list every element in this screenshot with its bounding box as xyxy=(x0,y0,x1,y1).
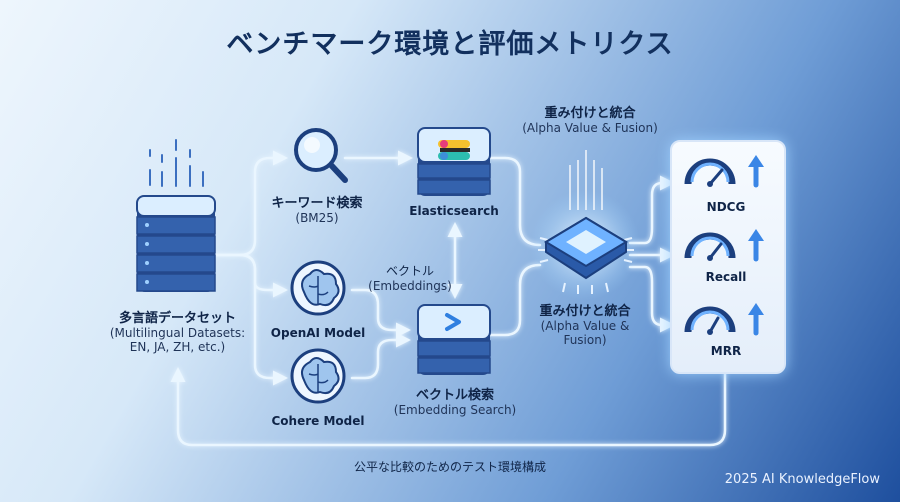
openai-model-label-group: OpenAI Model xyxy=(268,322,368,341)
openai-model-label: OpenAI Model xyxy=(270,326,366,340)
fusion-bottom-label: 重み付けと統合 xyxy=(539,304,631,319)
flow-datasets-to-cohere xyxy=(213,253,288,386)
datasets-sub1: (Multilingual Datasets: xyxy=(109,326,246,340)
vector-search-label-group: ベクトル検索 (Embedding Search) xyxy=(385,384,525,417)
fusion-chip-icon xyxy=(530,150,640,300)
fusion-top-sub: (Alpha Value & Fusion) xyxy=(522,121,658,135)
magnifier-icon xyxy=(294,128,348,183)
keyword-search-label: キーワード検索 xyxy=(271,196,363,211)
flow-openai-to-vector xyxy=(350,288,411,338)
datasets-label-group: 多言語データセット (Multilingual Datasets: EN, JA… xyxy=(100,307,255,354)
page-title: ベンチマーク環境と評価メトリクス xyxy=(226,29,674,60)
cohere-brain-icon xyxy=(290,348,346,404)
fusion-top-label-group: 重み付けと統合 (Alpha Value & Fusion) xyxy=(510,102,670,135)
dataset-server-icon xyxy=(136,139,216,292)
flow-vector-to-fusion xyxy=(488,263,542,337)
vector-note-label: ベクトル xyxy=(385,264,434,278)
cohere-model-label: Cohere Model xyxy=(271,414,365,428)
flow-cohere-to-vector xyxy=(350,332,411,380)
flow-lines xyxy=(170,150,727,447)
elasticsearch-label-group: Elasticsearch xyxy=(398,200,510,219)
flow-datasets-to-keyword xyxy=(213,150,288,257)
fusion-bottom-sub1: (Alpha Value & xyxy=(540,319,630,333)
data-sparkles xyxy=(149,139,204,187)
metrics-panel xyxy=(670,140,786,374)
vector-note-sub: (Embeddings) xyxy=(368,279,452,293)
metric-mrr-label: MRR xyxy=(710,344,742,358)
vector-search-sub: (Embedding Search) xyxy=(393,403,517,417)
metric-recall-label: Recall xyxy=(705,270,747,284)
fusion-bottom-label-group: 重み付けと統合 (Alpha Value & Fusion) xyxy=(520,300,650,347)
fusion-top-label: 重み付けと統合 xyxy=(544,106,636,121)
vector-search-label: ベクトル検索 xyxy=(415,388,494,403)
fusion-bottom-sub2: Fusion) xyxy=(563,333,607,347)
datasets-sub2: EN, JA, ZH, etc.) xyxy=(129,340,226,354)
flow-elastic-to-fusion xyxy=(488,156,542,247)
metric-ndcg-label: NDCG xyxy=(706,200,746,214)
keyword-search-label-group: キーワード検索 (BM25) xyxy=(262,192,372,225)
datasets-label: 多言語データセット xyxy=(118,311,236,326)
elasticsearch-label: Elasticsearch xyxy=(409,204,499,218)
flow-datasets-to-openai xyxy=(213,253,288,298)
flow-feedback-loop xyxy=(170,367,727,447)
elastic-logo-icon xyxy=(438,140,470,160)
footer-note: 公平な比較のためのテスト環境構成 xyxy=(353,460,546,474)
openai-brain-icon xyxy=(290,260,346,316)
keyword-search-sub: (BM25) xyxy=(295,211,339,225)
flow-fusion-to-ndcg xyxy=(628,175,675,245)
credit-text: 2025 AI KnowledgeFlow xyxy=(724,472,880,487)
cohere-model-label-group: Cohere Model xyxy=(268,410,368,429)
flow-fusion-to-mrr xyxy=(628,265,675,333)
vector-search-server-icon xyxy=(417,304,491,375)
vector-note-label-group: ベクトル (Embeddings) xyxy=(365,262,455,293)
elasticsearch-server-icon xyxy=(417,127,491,196)
